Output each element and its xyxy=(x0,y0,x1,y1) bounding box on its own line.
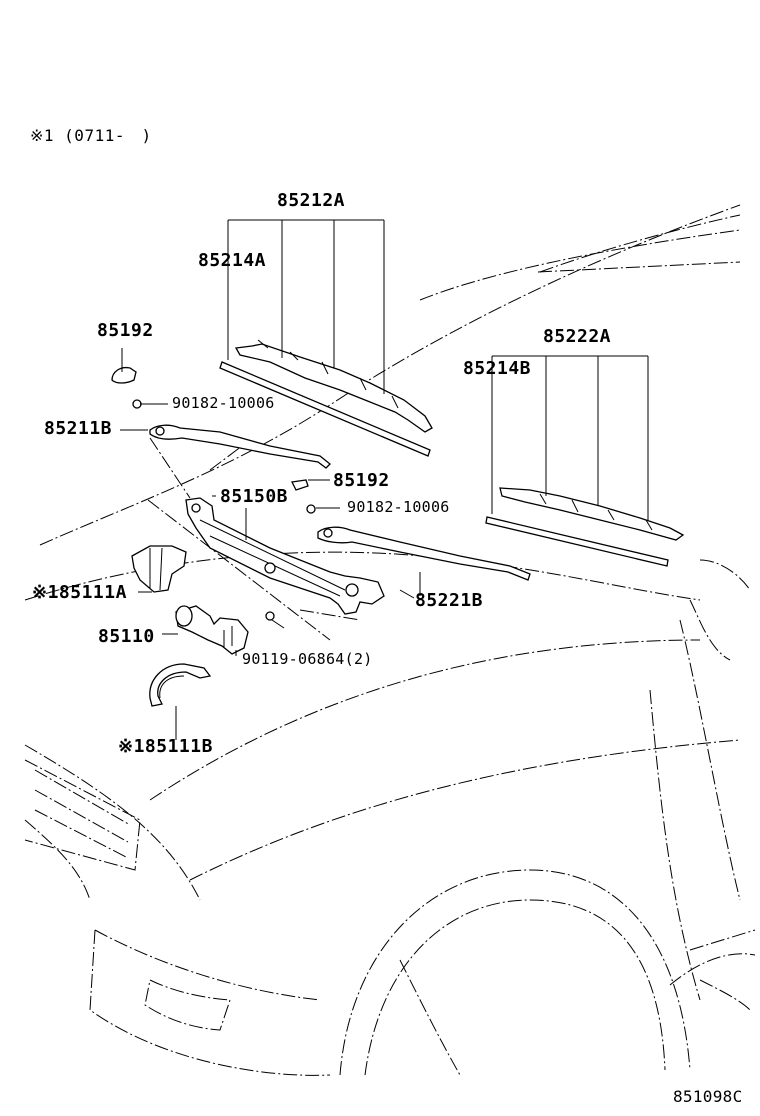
part-label-85221B: 85221B xyxy=(415,590,484,611)
part-label-85212A: 85212A xyxy=(277,190,346,211)
part-label-85214A: 85214A xyxy=(198,250,267,271)
part-label-85150B: 85150B xyxy=(220,486,289,507)
part-label-85211B: 85211B xyxy=(44,418,113,439)
wiper-motor xyxy=(175,605,249,655)
part-label-85192-mid: 85192 xyxy=(333,470,390,491)
wiper-blade-left xyxy=(219,339,433,457)
wiper-blade-right xyxy=(485,487,685,567)
part-label-90119: 90119-06864(2) xyxy=(242,650,373,668)
part-label-85192-top: 85192 xyxy=(97,320,154,341)
vehicle-outline xyxy=(24,204,756,1076)
note-label: ※1 (0711- ) xyxy=(30,126,152,145)
wiper-link xyxy=(185,497,385,615)
wiper-arm-left xyxy=(149,424,331,469)
wiper-arm-right xyxy=(317,526,531,581)
motor-bolt xyxy=(265,611,285,629)
part-label-85110: 85110 xyxy=(98,626,155,647)
part-label-85111A: ※185111A xyxy=(32,582,127,603)
leader-lines xyxy=(120,219,649,740)
small-parts xyxy=(111,366,316,514)
part-label-85214B: 85214B xyxy=(463,358,532,379)
part-label-90182-top: 90182-10006 xyxy=(172,394,275,412)
diagram-code: 851098C xyxy=(673,1087,743,1106)
part-label-85222A: 85222A xyxy=(543,326,612,347)
part-label-90182-mid: 90182-10006 xyxy=(347,498,450,516)
part-label-85111B: ※185111B xyxy=(118,736,213,757)
motor-gasket xyxy=(149,663,212,707)
phantom-lines xyxy=(147,437,361,641)
motor-cover xyxy=(131,545,187,593)
